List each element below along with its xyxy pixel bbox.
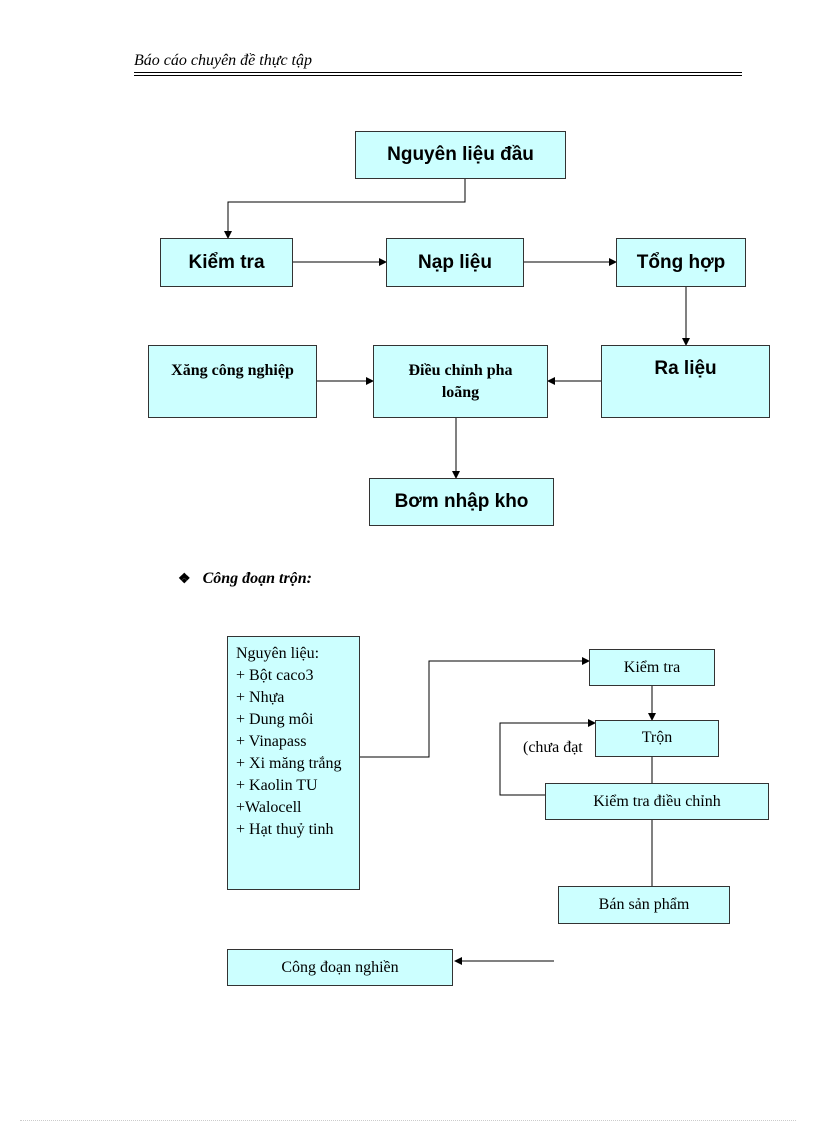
material-item: + Kaolin TU <box>236 777 318 794</box>
edge-label-chua-dat: (chưa đạt <box>523 739 583 756</box>
node-label: Tổng hợp <box>636 251 726 273</box>
material-item: + Bột caco3 <box>236 667 314 684</box>
material-item: + Vinapass <box>236 733 307 750</box>
edge-materials-kiemtra <box>360 657 590 758</box>
material-item: Nguyên liệu: <box>236 645 320 662</box>
diamond-bullet-icon: ❖ <box>178 572 191 587</box>
node-kiem-tra: Kiểm tra <box>160 238 293 287</box>
node-ban-san-pham: Bán sản phẩm <box>558 886 730 924</box>
node-kiem-tra-dieu-chinh: Kiểm tra điều chỉnh <box>545 783 769 820</box>
node-label: Kiểm tra <box>188 251 265 273</box>
section-title: ❖ Công đoạn trộn: <box>178 570 312 588</box>
materials-box: Nguyên liệu: + Bột caco3 + Nhựa + Dung m… <box>227 636 360 890</box>
node-label: Xăng công nghiệp <box>171 362 294 379</box>
node-label: Nạp liệu <box>418 251 492 273</box>
material-item: + Xi măng trắng <box>236 755 342 772</box>
node-dieu-chinh-pha-loang: Điều chỉnh pha loãng <box>373 345 548 418</box>
material-item: + Dung môi <box>236 711 314 728</box>
page-header: Báo cáo chuyên đề thực tập <box>134 50 742 76</box>
node-bom-nhap-kho: Bơm nhập kho <box>369 478 554 526</box>
node-kiem-tra-2: Kiểm tra <box>589 649 715 686</box>
node-ra-lieu: Ra liệu <box>601 345 770 418</box>
node-label: Bán sản phẩm <box>598 896 690 913</box>
section-title-text: Công đoạn trộn: <box>202 570 312 587</box>
page-bottom-divider <box>20 1120 796 1121</box>
node-label: Nguyên liệu đầu <box>387 144 534 165</box>
edge-nguyenlieu-kiemtra <box>224 179 466 239</box>
node-tron: Trộn <box>595 720 719 757</box>
node-nguyen-lieu-dau: Nguyên liệu đầu <box>355 131 566 179</box>
node-nap-lieu: Nạp liệu <box>386 238 524 287</box>
node-label: Trộn <box>641 729 673 746</box>
node-label: Kiểm tra <box>623 658 681 676</box>
node-label: Bơm nhập kho <box>394 491 529 512</box>
node-label: Điều chỉnh pha loãng <box>408 362 513 401</box>
material-item: + Nhựa <box>236 689 285 706</box>
node-xang-cong-nghiep: Xăng công nghiệp <box>148 345 317 418</box>
node-cong-doan-nghien: Công đoạn nghiền <box>227 949 453 986</box>
edge-feedback-tron <box>499 719 596 796</box>
node-tong-hop: Tổng hợp <box>616 238 746 287</box>
material-item: +Walocell <box>236 799 302 816</box>
node-label: Ra liệu <box>654 358 717 379</box>
material-item: + Hạt thuỷ tinh <box>236 821 334 838</box>
node-label: Kiểm tra điều chỉnh <box>593 792 721 810</box>
node-label: Công đoạn nghiền <box>281 958 399 976</box>
